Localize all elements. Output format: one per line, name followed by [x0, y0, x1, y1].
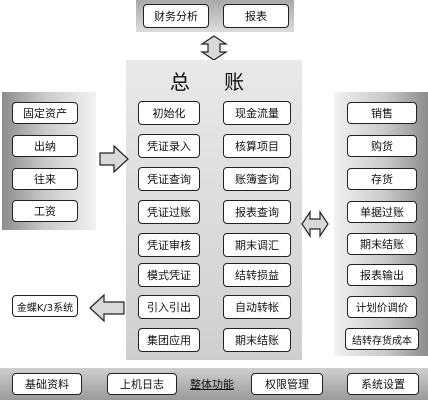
- left-arrow-icon: [89, 293, 125, 323]
- ledger-item-voucher-audit[interactable]: 凭证审核: [138, 233, 200, 257]
- left-item-cashier[interactable]: 出纳: [12, 135, 78, 157]
- ledger-item-transfer-pl[interactable]: 结转损益: [223, 263, 291, 287]
- ledger-item-init[interactable]: 初始化: [138, 101, 200, 125]
- bottom-item-system-log[interactable]: 上机日志: [107, 373, 177, 395]
- ledger-item-ledger-query[interactable]: 账簿查询: [223, 167, 291, 191]
- ledger-item-voucher-query[interactable]: 凭证查询: [138, 167, 200, 191]
- ledger-item-report-query[interactable]: 报表查询: [223, 200, 291, 224]
- ledger-item-accounting-items[interactable]: 核算项目: [223, 134, 291, 158]
- ledger-item-import-export[interactable]: 引入引出: [138, 295, 200, 319]
- kingdee-k3-system-box[interactable]: 金蝶K/3系统: [12, 295, 78, 317]
- bottom-item-system-settings[interactable]: 系统设置: [347, 373, 419, 395]
- right-item-purchasing[interactable]: 购货: [347, 135, 417, 157]
- ledger-item-template-voucher[interactable]: 模式凭证: [138, 263, 200, 287]
- left-item-fixed-assets[interactable]: 固定资产: [12, 102, 78, 124]
- ledger-item-period-close[interactable]: 期末结账: [223, 328, 291, 352]
- left-right-arrow-icon: [301, 210, 329, 238]
- bottom-item-permission-mgmt[interactable]: 权限管理: [251, 373, 323, 395]
- top-item-reports[interactable]: 报表: [223, 4, 289, 28]
- left-item-payroll[interactable]: 工资: [12, 200, 78, 222]
- ledger-item-voucher-entry[interactable]: 凭证录入: [138, 134, 200, 158]
- up-down-arrow-icon: [200, 35, 228, 61]
- right-item-inventory[interactable]: 存货: [347, 168, 417, 190]
- right-item-sales[interactable]: 销售: [347, 102, 417, 124]
- ledger-item-group-app[interactable]: 集团应用: [138, 328, 200, 352]
- right-item-doc-posting[interactable]: 单据过账: [347, 201, 417, 223]
- ledger-item-cash-flow[interactable]: 现金流量: [223, 101, 291, 125]
- right-item-planned-price-adjust[interactable]: 计划价调价: [347, 296, 417, 318]
- ledger-item-auto-transfer[interactable]: 自动转帐: [223, 295, 291, 319]
- right-item-report-output[interactable]: 报表输出: [347, 264, 417, 286]
- bottom-item-basic-data[interactable]: 基础资料: [12, 373, 82, 395]
- top-item-financial-analysis[interactable]: 财务分析: [143, 4, 209, 28]
- ledger-item-period-exchange[interactable]: 期末调汇: [223, 233, 291, 257]
- left-item-receivables[interactable]: 往来: [12, 168, 78, 190]
- ledger-item-voucher-post[interactable]: 凭证过账: [138, 200, 200, 224]
- right-item-inventory-cost-transfer[interactable]: 结转存货成本: [345, 328, 419, 350]
- overall-functions-label: 整体功能: [190, 378, 234, 391]
- right-item-period-close[interactable]: 期末结账: [347, 233, 417, 255]
- general-ledger-title: 总 账: [169, 70, 259, 94]
- right-arrow-icon: [99, 144, 129, 174]
